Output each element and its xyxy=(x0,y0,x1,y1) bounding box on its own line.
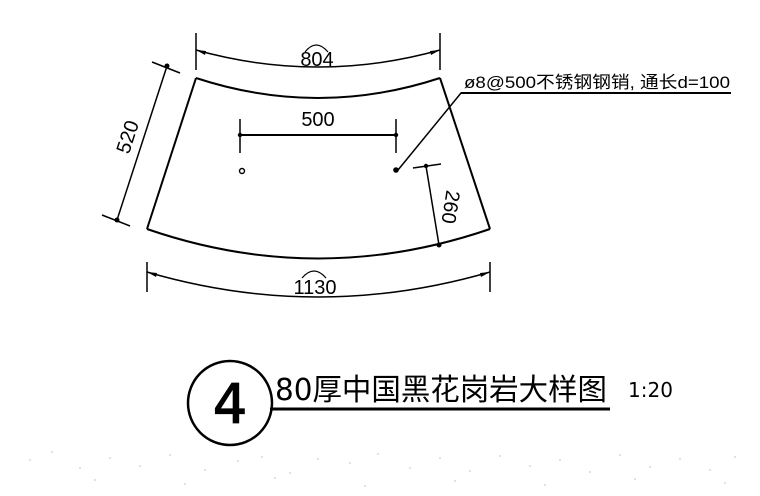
slab-right-edge xyxy=(439,77,491,230)
dim-260-label: 260 xyxy=(436,189,463,225)
dim-804-arc xyxy=(195,49,441,68)
dim-1130-arc xyxy=(146,271,491,298)
dim-1130-label: 1130 xyxy=(293,277,336,299)
pin-note: ø8@500不锈钢钢销, 通长d=100 xyxy=(464,73,730,92)
drawing-scale: 1:20 xyxy=(628,378,673,402)
dim-1130-hump xyxy=(301,270,327,279)
pin-left xyxy=(238,167,246,175)
detail-number: 4 xyxy=(213,373,247,436)
dim-804-label: 804 xyxy=(300,49,333,71)
dim-804-hump xyxy=(304,44,329,53)
detail-number-circle xyxy=(186,359,274,447)
slab-left-edge xyxy=(146,77,197,230)
scan-noise xyxy=(29,451,736,487)
dim-500-label: 500 xyxy=(301,109,334,131)
slab-top-edge xyxy=(195,77,441,99)
dim-520-line xyxy=(116,65,168,221)
pin-right xyxy=(393,167,399,173)
drawing-title: 80厚中国黑花岗岩大样图 xyxy=(275,373,607,408)
dim-260-line xyxy=(425,165,440,246)
slab-bottom-edge xyxy=(146,228,491,260)
